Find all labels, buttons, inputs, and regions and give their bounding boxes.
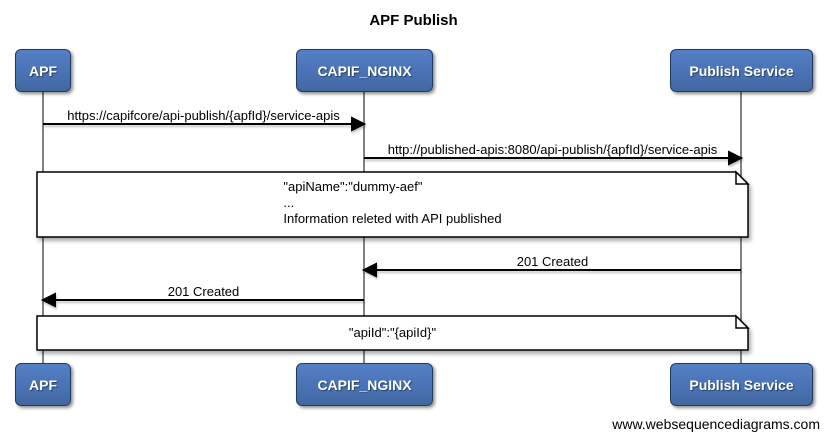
note-box-1-fold-icon — [735, 170, 750, 185]
arrowhead-right-msg2 — [728, 150, 744, 166]
diagram-title: APF Publish — [369, 12, 458, 29]
actor-bottom-publish-service: Publish Service — [670, 363, 813, 406]
message-label-4: 201 Created — [167, 284, 240, 299]
note-1-line-3: Information releted with API published — [283, 211, 502, 226]
note-2-line-1: "apiId":"{apiId}" — [348, 325, 437, 340]
note-2: "apiId":"{apiId}" — [37, 325, 748, 341]
arrowhead-left-msg4 — [40, 292, 56, 308]
actor-top-capif-nginx: CAPIF_NGINX — [296, 49, 433, 92]
message-label-1: https://capifcore/api-publish/{apfId}/se… — [67, 108, 340, 123]
note-box-2 — [36, 315, 749, 351]
note-box-1 — [36, 171, 749, 238]
actor-bottom-apf: APF — [15, 363, 71, 406]
note-1: "apiName":"dummy-aef" ... Information re… — [37, 179, 748, 227]
actor-top-publish-service: Publish Service — [670, 49, 813, 92]
note-1-line-1: "apiName":"dummy-aef" — [283, 179, 423, 194]
message-arrows — [40, 116, 744, 308]
arrowhead-right-msg1 — [351, 116, 367, 132]
watermark-url: www.websequencediagrams.com — [612, 416, 820, 432]
note-box-2-fold-icon — [735, 314, 750, 329]
actor-bottom-capif-nginx: CAPIF_NGINX — [296, 363, 433, 406]
note-1-line-2: ... — [283, 195, 295, 210]
arrowhead-left-msg3 — [361, 262, 377, 278]
message-label-2: http://published-apis:8080/api-publish/{… — [387, 142, 718, 157]
actor-top-apf: APF — [15, 49, 71, 92]
message-label-3: 201 Created — [516, 254, 589, 269]
note-boxes — [36, 170, 750, 351]
